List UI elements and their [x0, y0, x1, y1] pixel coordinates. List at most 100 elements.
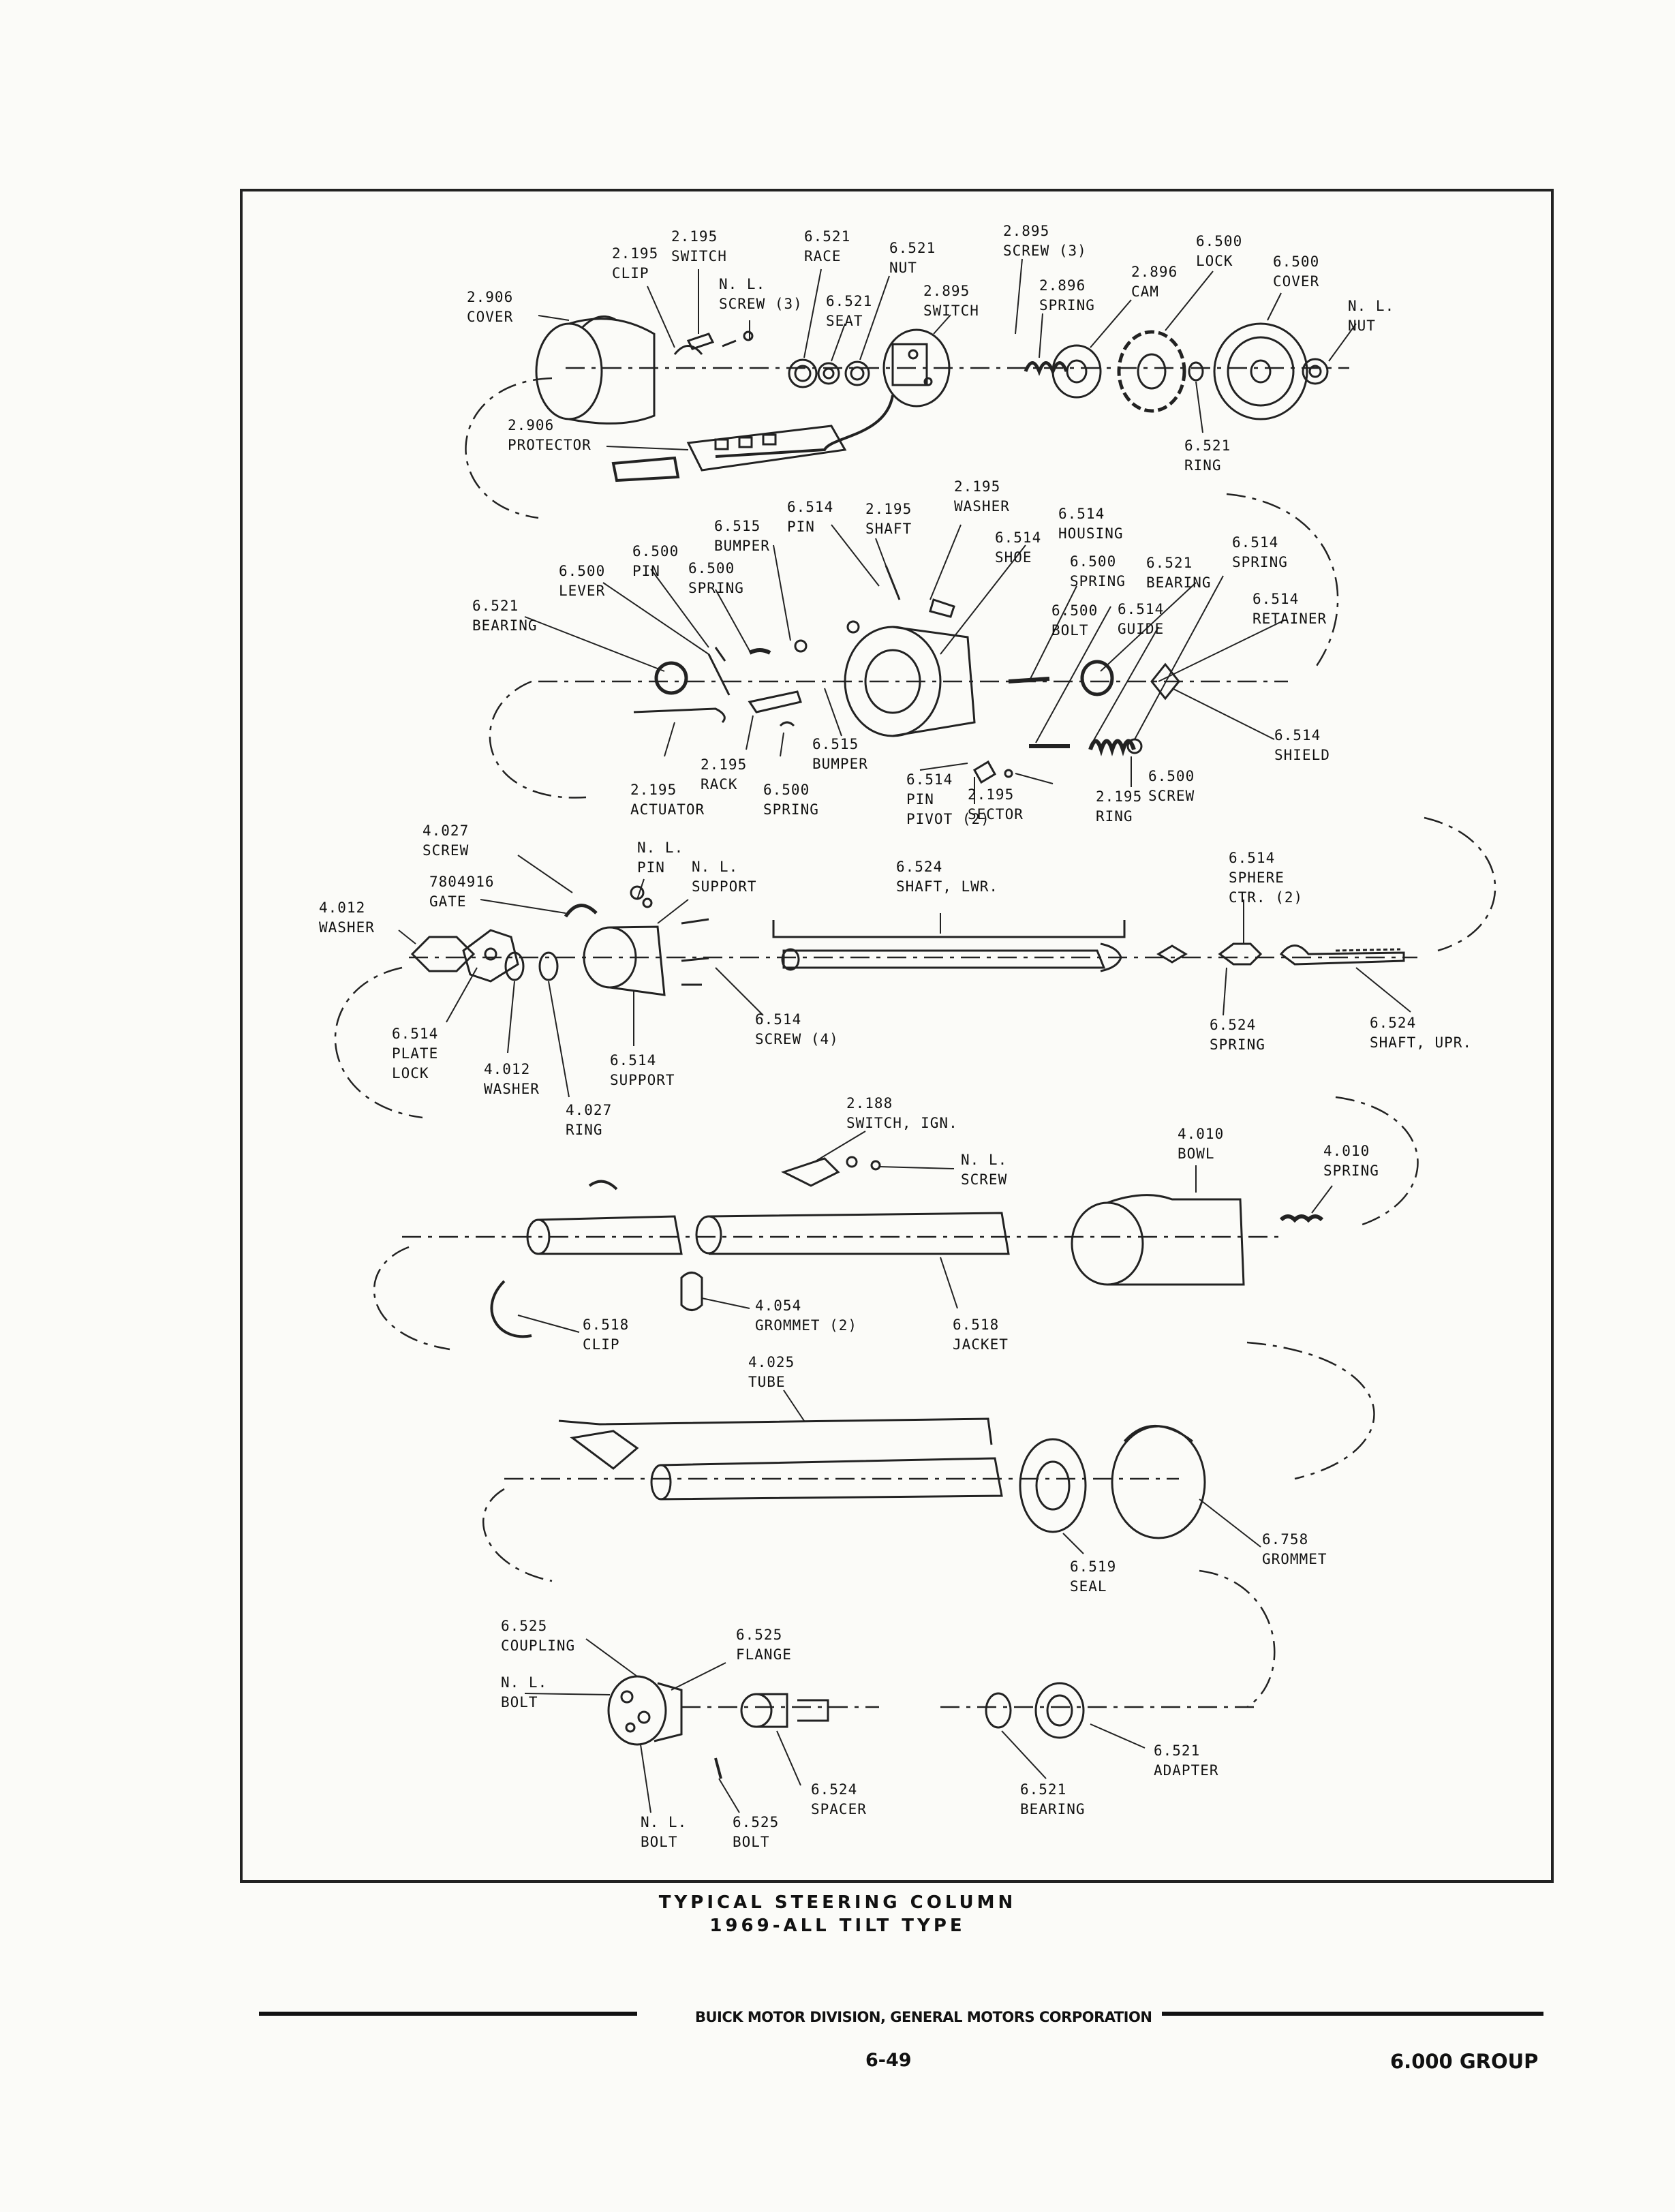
label-nut-nl: N. L.NUT [1348, 298, 1395, 334]
caption-line-2: 1969-ALL TILT TYPE [709, 1916, 966, 1936]
cam-lock-cover-drawing [1024, 322, 1329, 420]
housing-6514-drawing [844, 620, 976, 737]
jacket-6518-drawing [490, 1156, 1010, 1338]
footer-rule-left [259, 2012, 637, 2016]
diagram-frame [240, 189, 1554, 1883]
small-parts-row1 [673, 331, 870, 388]
tilt-small-parts [633, 565, 1180, 784]
label-screw-nl: N. L.SCREW (3) [719, 276, 803, 312]
row1-center-line [465, 367, 1349, 519]
label-bolt-nl: N. L.BOLT [501, 1674, 548, 1710]
switch-2895-drawing [715, 328, 951, 458]
row5-center-line [482, 1341, 1375, 1582]
coupling-flange-drawing [607, 1675, 1085, 1779]
protector-2906-drawing [611, 425, 847, 482]
figure-caption: TYPICAL STEERING COLUMN 1969-ALL TILT TY… [659, 1891, 1017, 1937]
row6-center-line [681, 1569, 1276, 1708]
cover-2906-drawing [535, 315, 656, 425]
label-bolt-nl2: N. L.BOLT [641, 1814, 688, 1850]
tube-4025-drawing [558, 1417, 1206, 1539]
footer-group: 6.000 GROUP [1390, 2050, 1539, 2073]
label-pin-nl: N. L.PIN [637, 840, 684, 876]
leader-lines [398, 258, 1411, 1813]
shaft-lwr-6524-drawing [772, 920, 1405, 972]
label-support-nl: N. L.SUPPORT [692, 859, 757, 895]
label-screw-nl2: N. L.SCREW [961, 1152, 1008, 1188]
footer-page-number: 6-49 [865, 2050, 912, 2071]
footer-rule-right [1162, 2012, 1543, 2016]
caption-line-1: TYPICAL STEERING COLUMN [658, 1892, 1017, 1913]
row4-center-line [373, 1096, 1419, 1351]
footer-corporation: BUICK MOTOR DIVISION, GENERAL MOTORS COR… [695, 2009, 1152, 2025]
row2-center-line [489, 493, 1339, 799]
bowl-4010-drawing [1071, 1194, 1324, 1286]
row3-center-line [334, 816, 1496, 1119]
